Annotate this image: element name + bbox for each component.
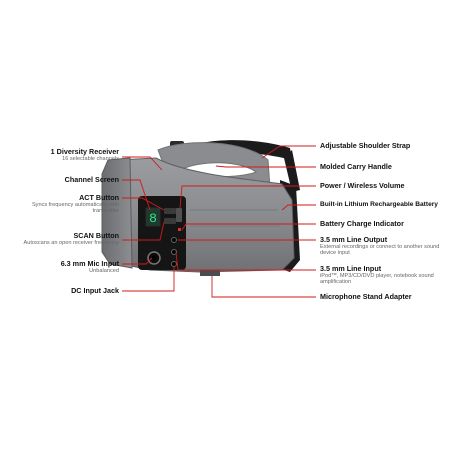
callout-act-button: ACT Button Syncs frequency automatically… (31, 193, 119, 215)
dc-input-jack[interactable] (171, 261, 177, 267)
line-input-jack[interactable] (171, 249, 177, 255)
power-volume-knob[interactable] (176, 208, 182, 222)
callout-channel-screen: Channel Screen (64, 175, 119, 184)
callout-carry-handle: Molded Carry Handle (320, 162, 392, 171)
leader-lines (122, 145, 316, 298)
callout-power-volume: Power / Wireless Volume (320, 181, 405, 190)
callout-line-input: 3.5 mm Line Input iPod™, MP3/CD/DVD play… (320, 264, 434, 286)
callout-scan-button: SCAN Button Autoscans an open receiver f… (23, 231, 119, 247)
act-button[interactable] (164, 208, 176, 214)
channel-screen (145, 207, 161, 227)
side-ribs (190, 209, 280, 243)
front-grille (101, 157, 133, 269)
callout-shoulder-strap: Adjustable Shoulder Strap (320, 141, 411, 150)
callout-diversity-receiver: 1 Diversity Receiver 16 selectable chann… (50, 147, 119, 163)
callout-stand-adapter: Microphone Stand Adapter (320, 292, 412, 301)
stand-adapter (200, 270, 220, 276)
callout-dc-input: DC Input Jack (71, 286, 119, 295)
callout-mic-input: 6.3 mm Mic Input Unbalanced (60, 259, 119, 275)
charge-indicator (178, 228, 181, 231)
channel-digit: 8 (149, 211, 157, 226)
callout-line-output: 3.5 mm Line Output External recordings o… (320, 235, 440, 257)
line-output-jack[interactable] (171, 237, 177, 243)
callout-charge-indicator: Battery Charge Indicator (320, 219, 404, 228)
callout-battery: Built-in Lithium Rechargeable Battery (320, 201, 438, 208)
scan-button[interactable] (164, 218, 176, 224)
